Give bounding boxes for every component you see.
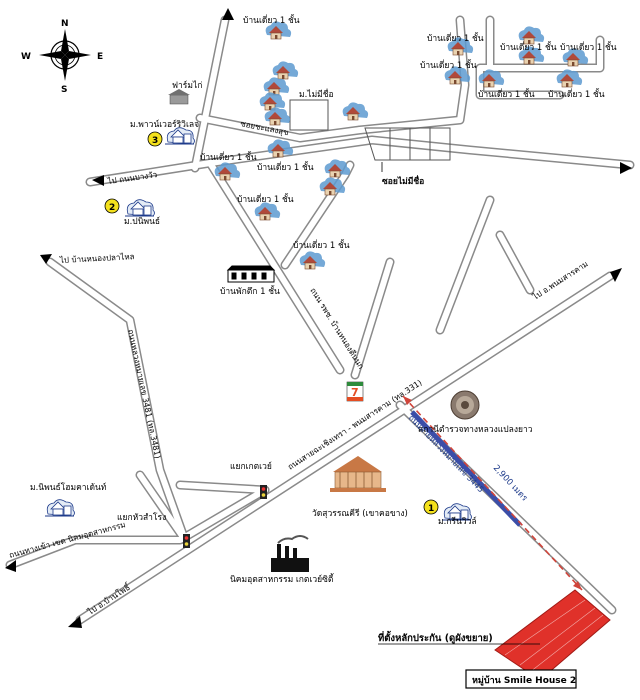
industrial-label: นิคมอุตสาหกรรม เกตเวย์ซิตี้ <box>230 573 334 585</box>
distance-arrow-end <box>573 581 582 590</box>
distance-line <box>402 395 583 591</box>
no-name-village-label: ม.ไม่มีชื่อ <box>299 88 334 100</box>
marker-3: 3 <box>152 136 158 146</box>
seven-eleven-label: 7 <box>351 386 359 399</box>
house-label-2: บ้านเดี่ยว 1 ชั้น <box>200 151 257 163</box>
house-label-4: บ้านเดี่ยว 1 ชั้น <box>237 193 294 205</box>
blue-road <box>410 410 522 527</box>
hua-samrong-label: แยกหัวสำโรง <box>117 512 166 523</box>
factory-icon <box>271 535 309 572</box>
power-river-label: ม.พาวน์เวอร์ริวิเลจ <box>130 119 199 130</box>
nippon-label: ม.นิพนธ์โฮมคาเด้นท์ <box>30 482 107 493</box>
gateway-junction-label: แยกเกตเวย์ <box>230 461 272 472</box>
compass-rose: N S E W <box>21 19 103 95</box>
compass-south: S <box>61 85 67 95</box>
police-seal-icon <box>450 390 480 420</box>
site-polygon <box>494 589 611 681</box>
road-to-banpho: ไป อ.บ้านโพธิ์ <box>84 580 133 617</box>
house-label-8: บ้านเดี่ยว 1 ชั้น <box>500 41 557 53</box>
house-label-5: บ้านเดี่ยว 1 ชั้น <box>293 239 350 251</box>
farm-label: ฟาร์มไก่ <box>172 80 202 91</box>
compass-east: E <box>97 52 103 62</box>
house-label-10: บ้านเดี่ยว 1 ชั้น <box>478 88 535 100</box>
road-left-top: ไป บ้านหนองปลาไหล <box>59 252 135 265</box>
edge-arrows <box>5 8 632 628</box>
house-label-11: บ้านเดี่ยว 1 ชั้น <box>548 88 605 100</box>
no-name-village-block <box>289 99 451 161</box>
traffic-light-gateway <box>260 485 267 499</box>
compass-west: W <box>21 52 31 62</box>
green-ville-label: ม.กรีนวิวล์ <box>438 516 477 527</box>
townhouse-icon <box>226 265 276 283</box>
house-label-6: บ้านเดี่ยว 1 ชั้น <box>427 32 484 44</box>
house-label-3: บ้านเดี่ยว 1 ชั้น <box>257 161 314 173</box>
townhouse-label: บ้านพักตึก 1 ชั้น <box>220 285 280 297</box>
marker-2: 2 <box>109 203 115 213</box>
house-label-1: บ้านเดี่ยว 1 ชั้น <box>243 14 300 26</box>
marker-1: 1 <box>428 504 434 514</box>
numbered-markers: 1 2 3 <box>104 131 439 515</box>
seven-eleven-icon: 7 <box>346 381 364 402</box>
power-river-village-icon <box>164 127 195 145</box>
farm-icon <box>168 89 190 105</box>
police-label: สถานีตำรวจทางหลวงแปลงยาว <box>418 424 533 435</box>
temple-icon <box>330 456 386 492</box>
house-label-7: บ้านเดี่ยว 1 ชั้น <box>420 59 477 71</box>
project-title: หมู่บ้าน Smile House 2 <box>472 675 576 686</box>
compass-north: N <box>61 19 69 29</box>
pinit-label: ม.ปนิพนธ์ <box>124 216 160 227</box>
distance-arrow-start <box>403 396 412 405</box>
road-3481: ถนนหลวงหมายเลข 3481 (ทล.3481) <box>126 329 162 460</box>
soi-no-name-label: ซอยไม่มีชื่อ <box>382 174 424 187</box>
traffic-light-hua-samrong <box>183 534 190 548</box>
temple-label: วัดสุวรรณคีรี (เขาคอขาง) <box>312 508 408 519</box>
house-label-9: บ้านเดี่ยว 1 ชั้น <box>560 41 617 53</box>
pinit-village-icon <box>124 199 155 217</box>
nippon-village-icon <box>44 499 75 517</box>
project-title-box: หมู่บ้าน Smile House 2 <box>465 669 577 689</box>
site-label: ที่ตั้งหลักประกัน (ดูผังขยาย) <box>378 630 493 645</box>
